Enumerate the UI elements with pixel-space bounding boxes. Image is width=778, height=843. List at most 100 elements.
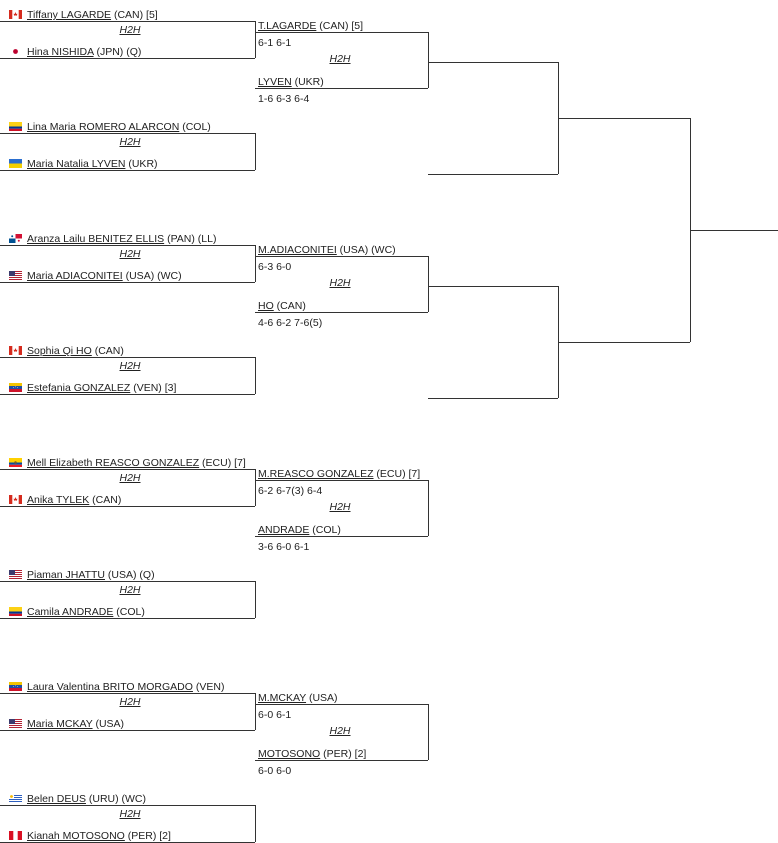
player-country-seed: (USA) (WC) — [122, 270, 182, 282]
player-name-link[interactable]: Lina Maria ROMERO ALARCON — [27, 121, 180, 133]
player-entry: Tiffany LAGARDE (CAN) [5] — [27, 9, 158, 21]
match-score: 1-6 6-3 6-4 — [258, 93, 310, 105]
bracket-line — [428, 62, 558, 63]
flag-icon-usa — [9, 570, 22, 579]
player-country-seed: (PAN) (LL) — [164, 233, 217, 245]
winner-country-seed: (USA) (WC) — [336, 244, 396, 256]
flag-icon-ven — [9, 383, 22, 392]
player-entry: Mell Elizabeth REASCO GONZALEZ (ECU) [7] — [27, 457, 246, 469]
flag-icon-col — [9, 122, 22, 131]
h2h-link[interactable]: H2H — [119, 808, 141, 820]
flag-icon-jpn — [9, 47, 22, 56]
flag-icon-usa — [9, 271, 22, 280]
player-entry: Estefania GONZALEZ (VEN) [3] — [27, 382, 176, 394]
player-name-link[interactable]: Maria MCKAY — [27, 718, 93, 730]
winner-name-link[interactable]: M.REASCO GONZALEZ — [258, 468, 374, 480]
winner-entry: LYVEN (UKR) — [258, 76, 324, 88]
player-name-link[interactable]: Sophia Qi HO — [27, 345, 92, 357]
player-name-link[interactable]: Tiffany LAGARDE — [27, 9, 112, 21]
bracket-line — [255, 245, 256, 282]
winner-country-seed: (COL) — [309, 524, 341, 536]
bracket-line — [428, 32, 429, 88]
h2h-link[interactable]: H2H — [119, 472, 141, 484]
winner-entry: M.MCKAY (USA) — [258, 692, 338, 704]
bracket-line — [255, 32, 428, 33]
bracket-line — [0, 805, 255, 806]
winner-name-link[interactable]: M.MCKAY — [258, 692, 307, 704]
match-score: 3-6 6-0 6-1 — [258, 541, 310, 553]
player-country-seed: (VEN) — [192, 681, 225, 693]
h2h-link[interactable]: H2H — [329, 725, 351, 737]
player-name-link[interactable]: Hina NISHIDA — [27, 46, 94, 58]
bracket-line — [255, 88, 428, 89]
player-name-link[interactable]: Aranza Lailu BENITEZ ELLIS — [27, 233, 165, 245]
player-country-seed: (ECU) [7] — [199, 457, 246, 469]
bracket-line — [0, 581, 255, 582]
winner-name-link[interactable]: HO — [258, 300, 274, 312]
bracket-line — [0, 693, 255, 694]
h2h-link[interactable]: H2H — [119, 360, 141, 372]
winner-name-link[interactable]: T.LAGARDE — [258, 20, 317, 32]
player-country-seed: (UKR) — [125, 158, 158, 170]
flag-icon-pan — [9, 234, 22, 243]
h2h-link[interactable]: H2H — [119, 696, 141, 708]
player-name-link[interactable]: Laura Valentina BRITO MORGADO — [27, 681, 193, 693]
player-name-link[interactable]: Anika TYLEK — [27, 494, 90, 506]
bracket-line — [255, 133, 256, 170]
h2h-link[interactable]: H2H — [119, 248, 141, 260]
player-name-link[interactable]: Maria ADIACONITEI — [27, 270, 123, 282]
player-entry: Anika TYLEK (CAN) — [27, 494, 121, 506]
bracket-line — [0, 618, 255, 619]
h2h-link[interactable]: H2H — [329, 53, 351, 65]
bracket-line — [0, 170, 255, 171]
bracket-line — [255, 704, 428, 705]
flag-icon-usa — [9, 719, 22, 728]
h2h-link[interactable]: H2H — [119, 136, 141, 148]
match-score: 6-1 6-1 — [258, 37, 292, 49]
player-entry: Kianah MOTOSONO (PER) [2] — [27, 830, 171, 842]
winner-country-seed: (PER) [2] — [320, 748, 367, 760]
h2h-link[interactable]: H2H — [329, 277, 351, 289]
player-country-seed: (JPN) (Q) — [93, 46, 142, 58]
player-country-seed: (VEN) [3] — [130, 382, 177, 394]
bracket-line — [255, 469, 256, 506]
winner-entry: ANDRADE (COL) — [258, 524, 341, 536]
flag-icon-ukr — [9, 159, 22, 168]
player-name-link[interactable]: Piaman JHATTU — [27, 569, 105, 581]
winner-country-seed: (UKR) — [291, 76, 324, 88]
player-name-link[interactable]: Camila ANDRADE — [27, 606, 114, 618]
tournament-bracket: Tiffany LAGARDE (CAN) [5] Hina NISHIDA (J… — [0, 9, 778, 843]
bracket-line — [255, 21, 256, 58]
match-score: 6-0 6-1 — [258, 709, 292, 721]
bracket-line — [690, 230, 778, 231]
winner-country-seed: (CAN) — [273, 300, 306, 312]
bracket-line — [0, 357, 255, 358]
player-entry: Aranza Lailu BENITEZ ELLIS (PAN) (LL) — [27, 233, 216, 245]
player-country-seed: (CAN) — [91, 345, 124, 357]
winner-country-seed: (CAN) [5] — [316, 20, 364, 32]
h2h-link[interactable]: H2H — [329, 501, 351, 513]
player-name-link[interactable]: Mell Elizabeth REASCO GONZALEZ — [27, 457, 200, 469]
winner-name-link[interactable]: M.ADIACONITEI — [258, 244, 337, 256]
bracket-line — [428, 256, 429, 312]
h2h-link[interactable]: H2H — [119, 584, 141, 596]
bracket-line — [0, 506, 255, 507]
bracket-line — [255, 760, 428, 761]
bracket-line — [0, 730, 255, 731]
flag-icon-uru — [9, 794, 22, 803]
h2h-link[interactable]: H2H — [119, 24, 141, 36]
winner-country-seed: (ECU) [7] — [373, 468, 421, 480]
winner-name-link[interactable]: ANDRADE — [258, 524, 310, 536]
flag-icon-per — [9, 831, 22, 840]
player-country-seed: (USA) — [92, 718, 125, 730]
player-country-seed: (PER) [2] — [124, 830, 171, 842]
winner-name-link[interactable]: MOTOSONO — [258, 748, 321, 760]
bracket-line — [255, 693, 256, 730]
player-name-link[interactable]: Estefania GONZALEZ — [27, 382, 131, 394]
winner-name-link[interactable]: LYVEN — [258, 76, 292, 88]
player-name-link[interactable]: Kianah MOTOSONO — [27, 830, 125, 842]
bracket-line — [558, 342, 690, 343]
player-name-link[interactable]: Belen DEUS — [27, 793, 86, 805]
player-entry: Piaman JHATTU (USA) (Q) — [27, 569, 155, 581]
player-name-link[interactable]: Maria Natalia LYVEN — [27, 158, 126, 170]
